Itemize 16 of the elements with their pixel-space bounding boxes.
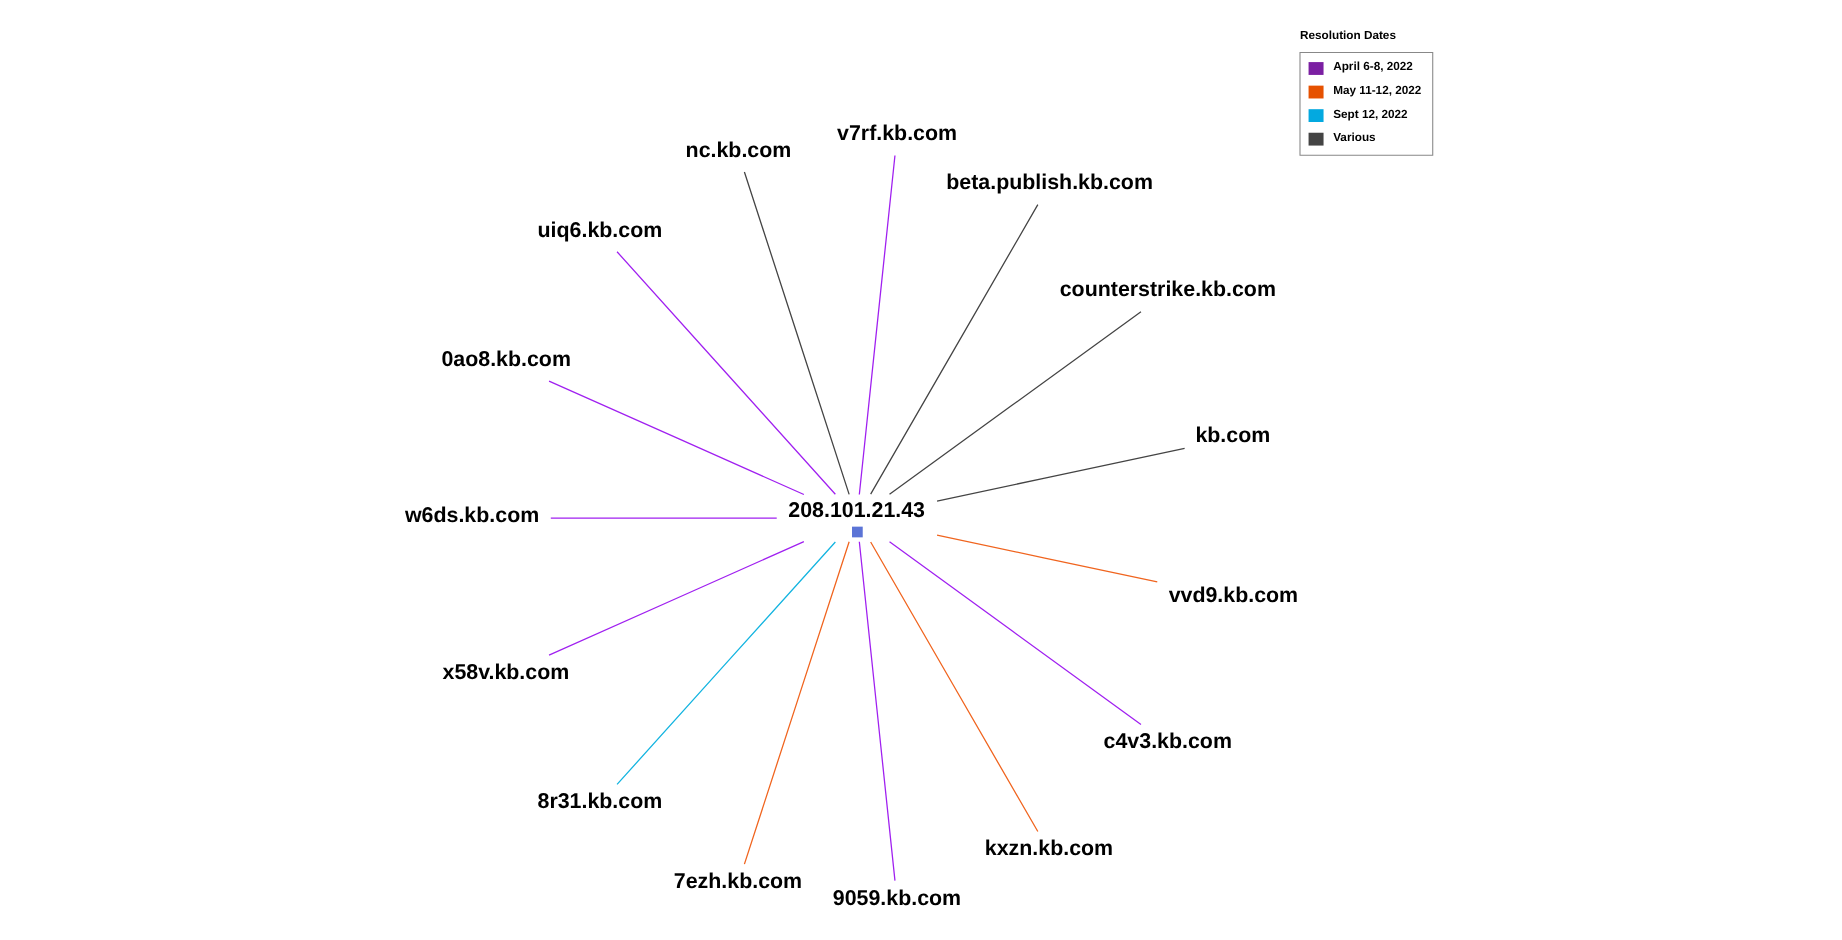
- node-text: v7rf.kb.com: [837, 122, 958, 147]
- node-text: 9059.kb.com: [832, 886, 962, 911]
- node-text: c4v3.kb.com: [1103, 730, 1232, 755]
- node-text: nc.kb.com: [685, 138, 792, 163]
- node-text: w6ds.kb.com: [404, 504, 540, 529]
- node-text: counterstrike.kb.com: [1059, 278, 1276, 303]
- node-text: 7ezh.kb.com: [673, 869, 803, 894]
- node-text: x58v.kb.com: [442, 660, 570, 685]
- node-text: kb.com: [1195, 424, 1271, 449]
- node-text: vvd9.kb.com: [1168, 584, 1299, 609]
- node-text: kxzn.kb.com: [984, 837, 1114, 862]
- node-label: 208.101.21.43: [788, 499, 926, 524]
- node-text: beta.publish.kb.com: [946, 171, 1153, 196]
- node-text: uiq6.kb.com: [537, 218, 663, 243]
- node-text: 8r31.kb.com: [537, 790, 663, 815]
- node-text: 0ao8.kb.com: [441, 348, 571, 373]
